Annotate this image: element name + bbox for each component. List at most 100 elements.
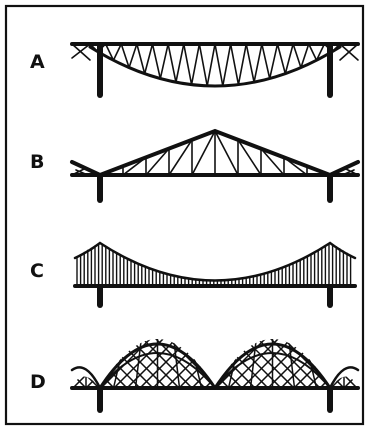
bridge-b-truss (70, 128, 360, 203)
label-c: C (30, 260, 44, 282)
bridge-d-lattice-member (270, 298, 360, 388)
bridge-d-arch (0, 298, 367, 413)
bridge-a-web-member (284, 43, 294, 75)
bridge-a-web-member (151, 43, 162, 80)
bridge-d-spoke (134, 339, 145, 388)
bridge-d-lattice-member (74, 298, 164, 388)
bridge-a-web-member (214, 43, 224, 87)
bridge-a-truss (70, 42, 360, 98)
bridge-d-lattice-panel (163, 298, 358, 388)
bridge-b-diagonal (237, 139, 262, 176)
bridge-a-web-member (206, 43, 216, 87)
bridge-d-lattice-member (215, 339, 243, 388)
bridge-d-lattice-member (330, 376, 358, 388)
label-b: B (30, 151, 44, 173)
bridge-d-lattice-member (100, 339, 101, 388)
bridge-d-lattice-member (330, 376, 358, 388)
bridge-d-lattice-member (293, 339, 330, 388)
bridge-a-web-member (198, 43, 208, 87)
bridge-d-lattice-member (100, 339, 102, 388)
bridge-c-cable (73, 241, 357, 282)
bridge-d-lattice-member (178, 339, 215, 388)
bridge-c-suspension (73, 241, 357, 308)
bridge-b-diagonal (168, 139, 193, 176)
bridge-d-lattice-member (330, 376, 358, 388)
bridge-d-spoke (72, 376, 73, 388)
bridge-d-stub-right (328, 366, 360, 390)
bridge-d-spoke (170, 339, 181, 388)
bridge-d-lattice-member (320, 339, 330, 388)
bridge-a-end-brace (71, 43, 91, 59)
bridge-d-lattice-member (100, 339, 141, 388)
bridge-d-lattice-member (0, 298, 21, 388)
bridge-a-bottom-chord (88, 45, 342, 88)
bridge-a-web-member (245, 43, 255, 83)
bridge-d-lattice-panel (0, 298, 367, 388)
bridge-a-web-member (222, 43, 232, 87)
bridge-a-web-member (120, 43, 130, 69)
bridge-a-web-member (268, 43, 279, 80)
bridge-a-end-brace (339, 43, 359, 61)
bridge-a-web-member (276, 43, 287, 75)
bridge-a-web-member (315, 43, 326, 62)
bridge-d-lattice-member (72, 376, 100, 388)
bridge-d-lattice (0, 298, 367, 388)
bridge-a-web-member (104, 43, 115, 62)
bridge-d-lattice-member (114, 339, 206, 388)
bridge-a-web-member (175, 43, 185, 83)
bridge-b-web (71, 130, 359, 177)
bridge-d-lattice-member (229, 339, 321, 388)
bridge-b-diagonal (191, 130, 216, 176)
bridge-d-lattice-member (127, 339, 215, 388)
bridge-b-diagonal (283, 156, 308, 176)
bridge-d-spoke (285, 339, 296, 388)
bridge-b-diagonal (99, 165, 124, 176)
bridge-a-web-member (300, 43, 310, 69)
bridge-d-lattice-member (319, 339, 330, 388)
bridge-d-lattice-member (330, 376, 358, 388)
bridge-b-diagonal (260, 147, 285, 176)
bridge-c-hangers (76, 242, 352, 287)
bridge-a-web-member (159, 43, 169, 80)
bridge-a-web-member (167, 43, 177, 83)
bridge-d-spoke (249, 339, 260, 388)
bridge-b-diagonal (145, 147, 170, 176)
bridge-d-lattice-member (72, 376, 100, 388)
bridge-d-lattice-member (215, 339, 256, 388)
bridge-a-web-member (190, 43, 201, 86)
bridge-d-lattice-member (215, 339, 295, 388)
bridge-d-lattice-member (0, 298, 23, 388)
bridge-a-web-member (128, 43, 138, 69)
bridge-d-stub-left (70, 366, 102, 390)
bridge-b-diagonal (306, 165, 331, 176)
bridge-a-web-member (261, 43, 271, 80)
bridge-d-lattice-member (100, 339, 180, 388)
bridge-a-web-member (292, 43, 302, 69)
bridge-a-web-member (182, 43, 193, 86)
diagram-border (4, 4, 365, 426)
label-a: A (30, 51, 45, 73)
bridge-a-web-member (229, 43, 240, 86)
bridge-a-web-member (89, 43, 99, 53)
bridge-b-end-brace (75, 169, 91, 177)
bridge-a-web-member (331, 43, 341, 53)
bridge-d-spoke (112, 339, 131, 388)
bridge-d-lattice-member (330, 376, 358, 388)
bridge-d-lattice-member (242, 339, 330, 388)
bridge-a-web (71, 43, 359, 87)
bridge-a-web-member (112, 43, 123, 62)
bridge-b-diagonal (214, 130, 239, 176)
bridge-a-web-member (143, 43, 154, 75)
bridge-a-web-member (237, 43, 248, 86)
bridge-d-lattice-member (163, 298, 253, 388)
bridge-d-lattice-member (330, 376, 358, 388)
bridge-b-diagonal (122, 156, 147, 176)
bridge-d-lattice-member (73, 376, 100, 388)
bridge-d-lattice-member (72, 376, 99, 388)
bridge-a-web-member (136, 43, 146, 75)
bridge-a-web-member (253, 43, 263, 83)
label-d: D (30, 371, 46, 393)
bridge-d-lattice-member (283, 298, 367, 388)
